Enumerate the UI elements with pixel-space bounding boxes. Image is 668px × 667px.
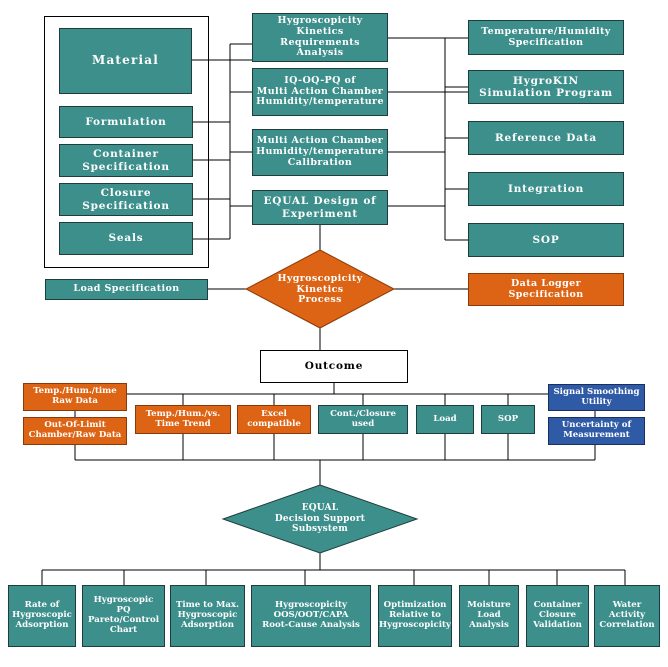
- signal-smoothing-box: Signal Smoothing Utility: [548, 384, 645, 411]
- decision-diamond-label: EQUAL Decision Support Subsystem: [274, 503, 366, 535]
- uncertainty-box: Uncertainty of Measurement: [548, 417, 645, 445]
- container-specification-box: Container Specification: [59, 144, 193, 177]
- hygrokin-simulation-box: HygroKIN Simulation Program: [468, 70, 624, 104]
- optimization-box: Optimization Relative to Hygroscopicity: [378, 585, 452, 647]
- outcome-box: Outcome: [260, 350, 408, 383]
- sop-output-box: SOP: [481, 405, 535, 434]
- temperature-humidity-spec-box: Temperature/Humidity Specification: [468, 20, 624, 55]
- root-cause-analysis-box: Hygroscopicity OOS/OOT/CAPA Root-Cause A…: [251, 585, 371, 647]
- design-of-experiment-box: EQUAL Design of Experiment: [252, 190, 388, 225]
- decision-diamond-shape: [221, 484, 419, 554]
- load-specification-box: Load Specification: [45, 279, 208, 300]
- material-box: Material: [59, 28, 192, 94]
- raw-data-box: Temp./Hum./time Raw Data: [23, 383, 127, 411]
- rate-of-adsorption-box: Rate of Hygroscopic Adsorption: [8, 585, 76, 647]
- sop-input-box: SOP: [468, 223, 624, 257]
- iq-oq-pq-box: IQ-OQ-PQ of Multi Action Chamber Humidit…: [252, 68, 388, 116]
- water-activity-correlation-box: Water Activity Correlation: [594, 585, 660, 647]
- process-diamond-label: Hygroscopicity Kinetics Process: [277, 272, 363, 306]
- requirements-analysis-box: Hygroscopicity Kinetics Requirements Ana…: [252, 13, 388, 62]
- seals-box: Seals: [59, 222, 193, 255]
- container-closure-validation-box: Container Closure Validation: [526, 585, 589, 647]
- time-trend-box: Temp./Hum./vs. Time Trend: [135, 405, 231, 434]
- moisture-load-analysis-box: Moisture Load Analysis: [459, 585, 519, 647]
- excel-compatible-box: Excel compatible: [237, 405, 311, 434]
- reference-data-box: Reference Data: [468, 121, 624, 155]
- time-to-max-adsorption-box: Time to Max. Hygroscopic Adsorption: [170, 585, 245, 647]
- closure-specification-box: Closure Specification: [59, 183, 193, 216]
- out-of-limit-box: Out-Of-Limit Chamber/Raw Data: [23, 417, 127, 445]
- load-output-box: Load: [416, 405, 474, 434]
- process-diamond-shape: [244, 249, 396, 329]
- integration-box: Integration: [468, 172, 624, 206]
- pareto-control-chart-box: Hygroscopic PQ Pareto/Control Chart: [82, 585, 165, 647]
- formulation-box: Formulation: [59, 106, 193, 138]
- left-inputs-frame: [44, 16, 209, 268]
- data-logger-spec-box: Data Logger Specification: [468, 273, 624, 306]
- chamber-calibration-box: Multi Action Chamber Humidity/temperatur…: [252, 129, 388, 176]
- container-closure-used-box: Cont./Closure used: [318, 405, 408, 434]
